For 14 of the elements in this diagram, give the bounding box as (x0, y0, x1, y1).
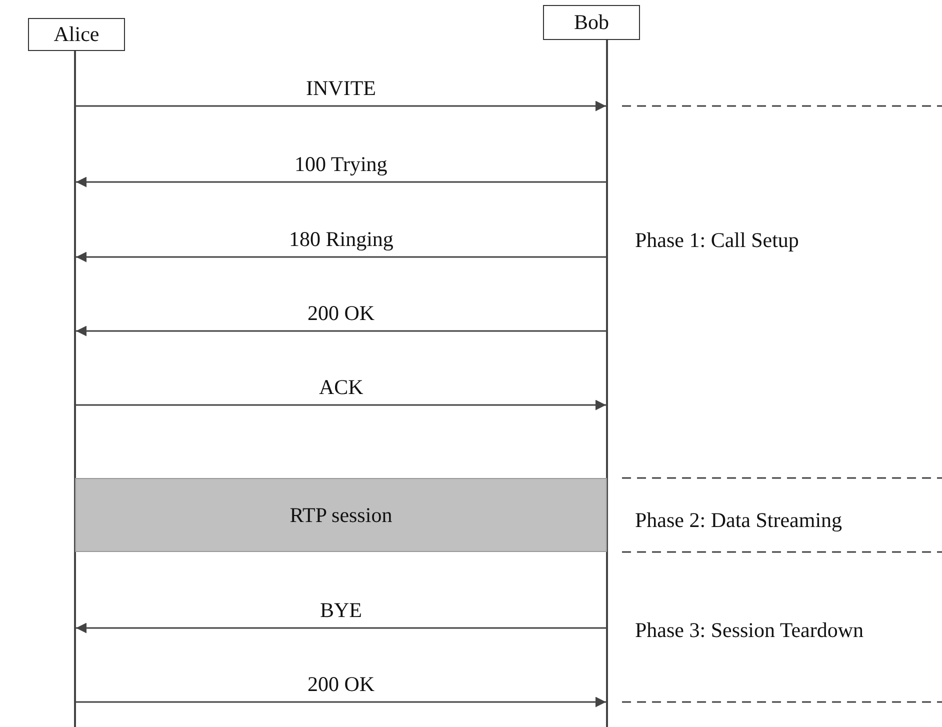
session-band: RTP session (75, 478, 607, 552)
message-arrow (76, 400, 606, 410)
message-arrow (76, 252, 606, 262)
message-arrow (76, 100, 606, 112)
participant-box: Bob (543, 5, 640, 40)
message-arrow (76, 696, 606, 708)
phase-label: Phase 1: Call Setup (635, 229, 799, 251)
message-arrow (76, 176, 606, 188)
message-arrow (76, 622, 606, 634)
message-arrow (76, 326, 606, 336)
phase-label: Phase 2: Data Streaming (635, 509, 842, 531)
participant-box: Alice (28, 18, 125, 51)
lifeline (606, 40, 608, 727)
lifeline (74, 51, 76, 727)
